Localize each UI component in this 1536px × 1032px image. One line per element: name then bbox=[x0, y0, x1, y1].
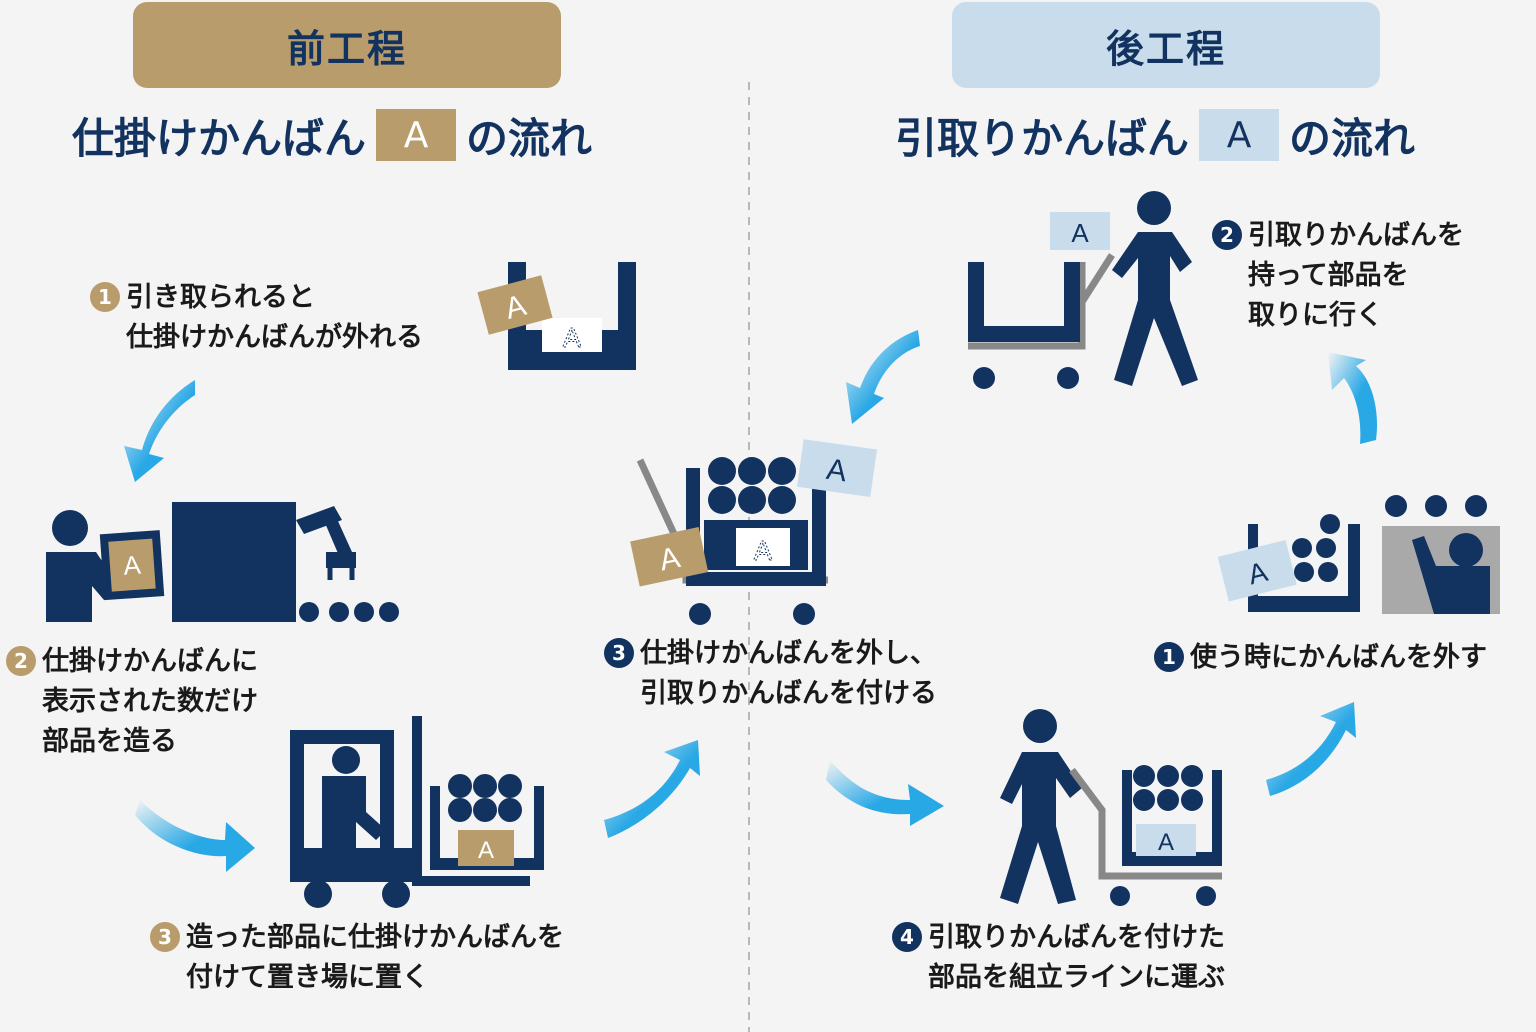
robot-arm-icon bbox=[296, 506, 399, 622]
bin-icon: A A bbox=[477, 262, 636, 370]
kanban-card-a: A bbox=[1199, 109, 1280, 161]
step-number-badge: 2 bbox=[6, 645, 36, 676]
right-title: 引取りかんばん A の流れ bbox=[895, 106, 1415, 164]
walking-person-icon bbox=[1000, 709, 1082, 904]
svg-text:A: A bbox=[1071, 218, 1089, 248]
step-number-badge: 2 bbox=[1212, 219, 1242, 250]
svg-text:A: A bbox=[478, 837, 494, 864]
step-number-badge: 1 bbox=[90, 281, 120, 312]
step-number-badge: 1 bbox=[1154, 641, 1184, 672]
forklift-icon: A bbox=[290, 716, 544, 908]
left-title: 仕掛けかんばん A の流れ bbox=[72, 106, 592, 164]
svg-text:A: A bbox=[754, 535, 773, 566]
arrow-icon bbox=[124, 330, 1378, 872]
worker-at-machine-icon: A bbox=[46, 502, 296, 622]
svg-text:A: A bbox=[122, 550, 142, 581]
cart-icon: A A A bbox=[630, 439, 877, 625]
cart-icon: A bbox=[968, 212, 1115, 389]
step-number-badge: 3 bbox=[150, 921, 180, 952]
svg-text:A: A bbox=[563, 322, 582, 353]
shelf-worker-icon: A bbox=[1217, 495, 1500, 614]
svg-text:A: A bbox=[824, 453, 848, 488]
back-process-header: 後工程 bbox=[952, 2, 1380, 88]
kanban-card-a: A bbox=[376, 109, 457, 161]
cart-icon: A bbox=[1069, 765, 1222, 906]
svg-text:A: A bbox=[1158, 829, 1174, 856]
step-number-badge: 4 bbox=[892, 921, 922, 952]
walking-person-icon bbox=[1112, 191, 1198, 386]
front-process-header: 前工程 bbox=[133, 2, 561, 88]
step-number-badge: 3 bbox=[604, 637, 634, 668]
